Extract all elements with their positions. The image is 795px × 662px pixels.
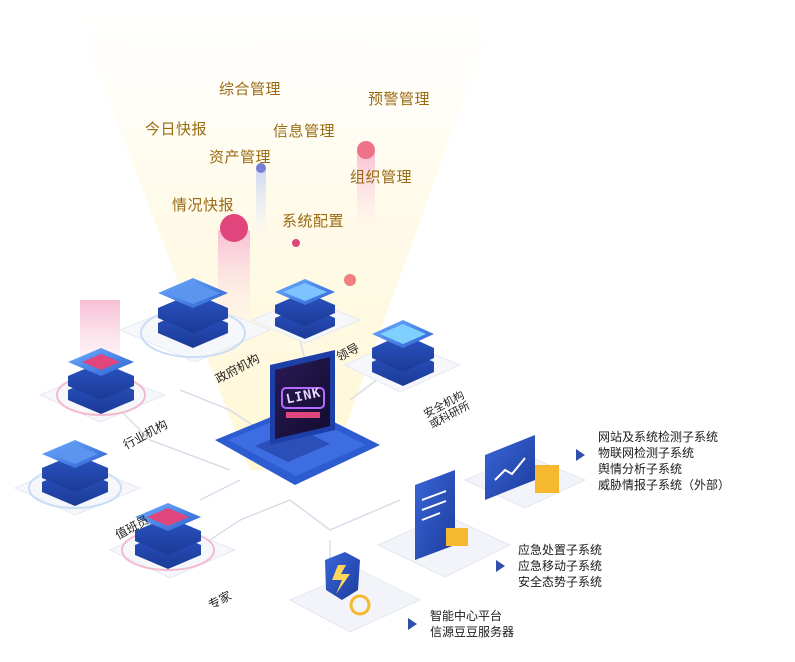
system-item: 应急移动子系统 xyxy=(518,559,603,573)
module-label-asset: 资产管理 xyxy=(209,148,272,166)
node-leader xyxy=(250,279,362,344)
node-expert xyxy=(108,503,237,579)
red-dot xyxy=(344,274,356,286)
module-label-warning: 预警管理 xyxy=(368,90,431,108)
node-gov xyxy=(118,278,272,363)
system-item: 信源豆豆服务器 xyxy=(430,625,515,639)
arrow-icon xyxy=(576,449,585,461)
laptop-screen xyxy=(275,357,330,439)
module-label-daily-report: 今日快报 xyxy=(145,120,208,138)
node-security xyxy=(343,320,462,393)
system-item: 舆情分析子系统 xyxy=(598,462,683,476)
arrow-icon xyxy=(408,618,417,630)
arrow-icon xyxy=(496,560,505,572)
light-beam xyxy=(70,0,500,470)
panel-shield xyxy=(288,552,422,633)
system-item: 威胁情报子系统（外部） xyxy=(598,478,731,492)
system-item: 物联网检测子系统 xyxy=(598,446,695,460)
red-bubble xyxy=(357,141,375,159)
pink-bubble xyxy=(220,214,248,242)
module-label-situation-report: 情况快报 xyxy=(172,196,235,214)
blue-bar xyxy=(256,168,266,238)
panel-monitor xyxy=(463,435,587,509)
module-label-system-config: 系统配置 xyxy=(282,212,345,230)
node-duty xyxy=(13,440,142,516)
system-item: 智能中心平台 xyxy=(430,609,503,623)
module-label-info: 信息管理 xyxy=(273,122,336,140)
module-label-organization: 组织管理 xyxy=(350,168,413,186)
pink-bar xyxy=(357,150,375,230)
system-item: 网站及系统检测子系统 xyxy=(598,430,719,444)
module-label-comprehensive: 综合管理 xyxy=(219,80,282,98)
panel-document xyxy=(376,470,512,578)
system-item: 安全态势子系统 xyxy=(518,575,603,589)
node-industry xyxy=(38,300,167,423)
system-item: 应急处置子系统 xyxy=(518,543,603,557)
laptop xyxy=(215,350,380,485)
pink-dot xyxy=(292,239,300,247)
blue-bubble xyxy=(256,163,266,173)
pink-bar xyxy=(218,230,250,320)
